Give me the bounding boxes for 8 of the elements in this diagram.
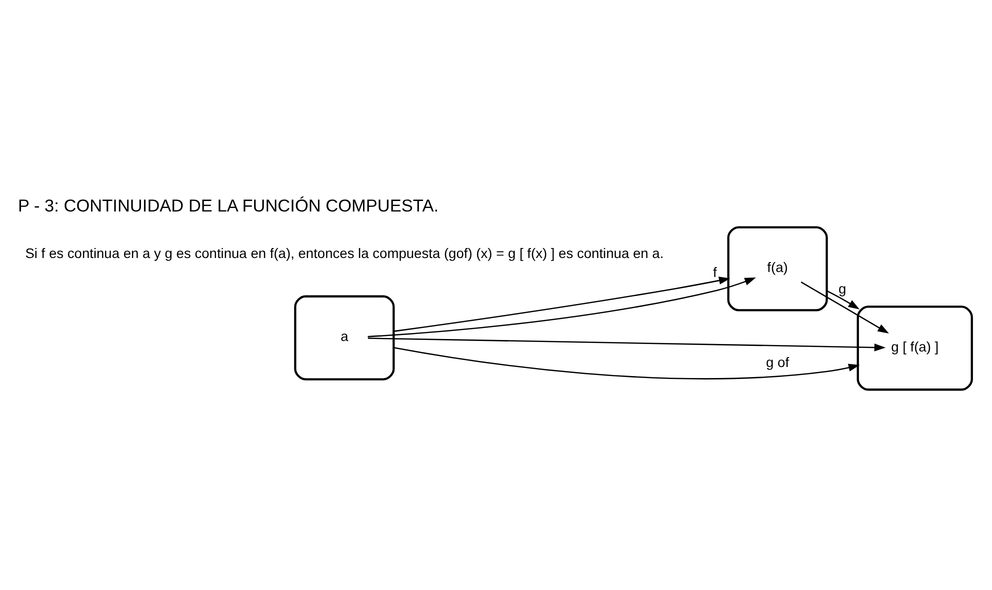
edge-label: g	[838, 280, 846, 296]
label: Si f es continua en a y g es continua en f(a), entonces la compuesta (gof) (x) = g [ f(x) ] es continua en a.	[25, 244, 664, 261]
node-text: f(a)	[767, 258, 788, 275]
node-text: g [ f(a) ]	[891, 338, 939, 354]
diagram-title: P - 3: CONTINUIDAD DE LA FUNCIÓN COMPUESTA.	[18, 195, 439, 216]
node-text: a	[340, 328, 348, 344]
edge-label: f	[713, 264, 717, 280]
edge-label: g of	[766, 354, 790, 370]
